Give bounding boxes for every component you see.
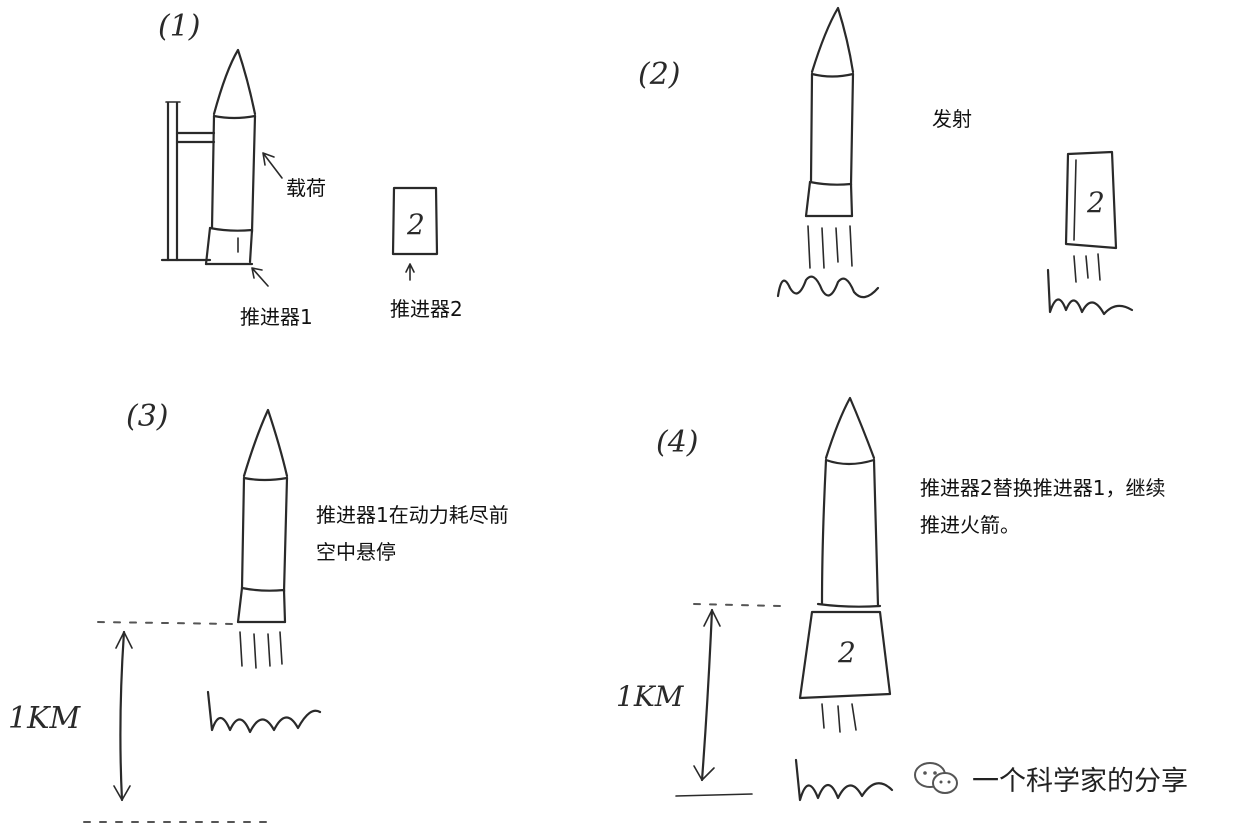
ground-line-4: [676, 794, 752, 796]
booster1-label: 推进器1: [240, 300, 313, 334]
booster-2-flying-mark: 2: [1086, 186, 1105, 219]
rocket-4: [818, 398, 880, 607]
hover-altitude-line-4: [694, 604, 780, 606]
replace-caption-line1: 推进器2替换推进器1，继续: [920, 471, 1165, 505]
hover-altitude-line: [98, 622, 234, 624]
panel-4: (4) 2 1KM: [616, 398, 892, 800]
exhaust-2: [778, 226, 878, 297]
watermark-text: 一个科学家的分享: [972, 759, 1188, 798]
altitude-label-4: 1KM: [616, 680, 685, 713]
exhaust-3: [208, 632, 320, 732]
payload-label: 载荷: [286, 171, 326, 205]
booster-2-attached: 2: [796, 612, 892, 800]
panel-1-number: (1): [158, 9, 201, 44]
panel-3-number: (3): [126, 399, 169, 434]
rocket-1: [206, 50, 255, 264]
payload-arrow: [263, 153, 282, 178]
rocket-3: [238, 410, 287, 622]
wechat-icon: [912, 760, 960, 796]
panel-4-number: (4): [656, 425, 699, 460]
altitude-arrow-3: [114, 632, 132, 800]
booster-2-attached-mark: 2: [837, 636, 856, 669]
booster2-label: 推进器2: [390, 292, 463, 326]
hover-caption-line2: 空中悬停: [316, 535, 396, 569]
hover-caption-line1: 推进器1在动力耗尽前: [316, 498, 509, 532]
rocket-2: [806, 8, 853, 216]
booster-2-flying: 2: [1048, 152, 1132, 314]
panel-1: (1) 2: [158, 9, 437, 286]
panel-2: (2) 2: [638, 8, 1132, 314]
booster-2-standalone: 2: [393, 188, 437, 280]
watermark: 一个科学家的分享: [912, 758, 1188, 798]
panel-2-number: (2): [638, 57, 681, 92]
replace-caption-line2: 推进火箭。: [920, 508, 1020, 542]
launch-label: 发射: [932, 102, 972, 136]
altitude-arrow-4: [694, 610, 720, 780]
booster1-arrow: [252, 268, 268, 286]
launch-tower: [162, 102, 214, 260]
panel-3: (3) 1KM: [8, 399, 320, 822]
booster-2-mark: 2: [406, 208, 425, 241]
altitude-label-3: 1KM: [8, 701, 81, 736]
